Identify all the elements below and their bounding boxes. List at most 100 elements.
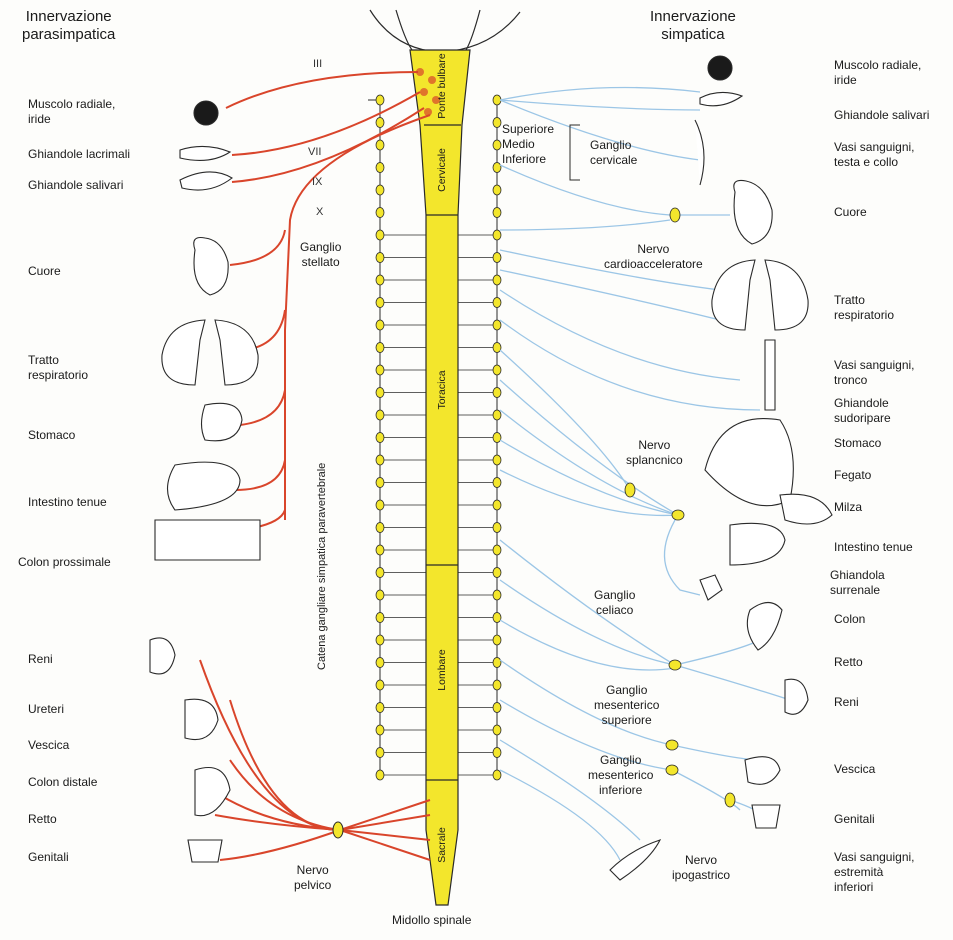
chain-ganglion	[493, 500, 501, 510]
chain-ganglion	[376, 613, 384, 623]
left-label-heart: Cuore	[28, 264, 61, 279]
left-lungs-icon	[162, 320, 258, 385]
cranial-nerve-iii: III	[313, 58, 322, 70]
chain-ganglion	[493, 433, 501, 443]
spleen-icon	[780, 494, 832, 524]
chain-ganglion	[493, 343, 501, 353]
cranial-nerve-x: X	[316, 206, 323, 218]
liver-icon	[705, 419, 793, 506]
right-label-bladder: Vescica	[834, 762, 875, 777]
label-splanchnic: Nervo splancnico	[626, 438, 683, 468]
left-intestine-icon	[168, 462, 241, 510]
segment-pons: Ponte bulbare	[436, 53, 448, 118]
chain-ganglion	[376, 478, 384, 488]
adrenal-icon	[700, 575, 722, 600]
left-label-distal-colon: Colon distale	[28, 775, 97, 790]
chain-ganglion	[493, 275, 501, 285]
chain-ganglion	[493, 140, 501, 150]
chain-ganglion	[376, 568, 384, 578]
right-label-sweat-glands: Ghiandole sudoripare	[834, 396, 891, 426]
right-label-respiratory: Tratto respiratorio	[834, 293, 894, 323]
chain-ganglion	[493, 118, 501, 128]
right-label-genitals: Genitali	[834, 812, 875, 827]
chain-ganglion	[493, 725, 501, 735]
right-genitals-icon	[752, 805, 780, 828]
parasympathetic-nerves	[200, 72, 430, 860]
cranial-nerve-vii: VII	[308, 146, 321, 158]
label-cervical-levels: Superiore Medio Inferiore	[502, 122, 554, 167]
right-label-liver: Fegato	[834, 468, 871, 483]
label-celiac: Ganglio celiaco	[594, 588, 635, 618]
sympathetic-heading: Innervazione simpatica	[650, 8, 736, 44]
chain-ganglion	[376, 343, 384, 353]
chain-ganglion	[376, 770, 384, 780]
left-colon-icon	[155, 520, 260, 560]
segment-lumbar: Lombare	[436, 649, 448, 690]
chain-ganglion	[493, 523, 501, 533]
chain-ganglion	[493, 748, 501, 758]
left-label-iris: Muscolo radiale, iride	[28, 97, 115, 127]
chain-ganglion	[376, 253, 384, 263]
right-colon-icon	[747, 603, 782, 651]
chain-ganglion	[376, 298, 384, 308]
label-hypogastric: Nervo ipogastrico	[672, 853, 730, 883]
right-label-small-intestine: Intestino tenue	[834, 540, 913, 555]
cervical-bracket	[570, 125, 580, 180]
left-label-kidneys: Reni	[28, 652, 53, 667]
chain-ganglion	[376, 455, 384, 465]
chain-ganglion	[376, 658, 384, 668]
right-head-vessel-icon	[695, 120, 704, 185]
chain-ganglion	[493, 320, 501, 330]
left-eye-icon	[194, 101, 218, 125]
chain-ganglion	[493, 545, 501, 555]
right-label-adrenal: Ghiandola surrenale	[830, 568, 885, 598]
chain-ganglion	[493, 680, 501, 690]
chain-ganglion	[376, 703, 384, 713]
chain-ganglion	[376, 185, 384, 195]
right-label-heart: Cuore	[834, 205, 867, 220]
segment-thoracic: Toracica	[436, 370, 448, 409]
label-cardioaccelerator: Nervo cardioacceleratore	[604, 242, 703, 272]
chain-ganglion	[376, 95, 384, 105]
left-label-proximal-colon: Colon prossimale	[18, 555, 111, 570]
left-label-respiratory: Tratto respiratorio	[28, 353, 88, 383]
left-salivary-gland-icon	[180, 172, 232, 190]
right-lungs-icon	[712, 260, 808, 330]
chain-ganglion	[493, 455, 501, 465]
chain-ganglion	[376, 388, 384, 398]
chain-ganglion	[493, 208, 501, 218]
left-kidney-icon	[150, 638, 175, 674]
left-label-salivary: Ghiandole salivari	[28, 178, 123, 193]
label-pelvic: Nervo pelvico	[294, 863, 331, 893]
chain-ganglion	[376, 523, 384, 533]
chain-ganglion	[493, 635, 501, 645]
left-genitals-icon	[188, 840, 222, 862]
chain-ganglion	[376, 635, 384, 645]
parasympathetic-heading: Innervazione parasimpatica	[22, 8, 115, 44]
chain-ganglion	[376, 208, 384, 218]
chain-ganglion	[376, 410, 384, 420]
left-label-ureters: Ureteri	[28, 702, 64, 717]
chain-ganglion	[493, 185, 501, 195]
right-label-salivary: Ghiandole salivari	[834, 108, 929, 123]
segment-sacral: Sacrale	[436, 827, 448, 863]
right-heart-icon	[734, 180, 772, 244]
hypogastric-icon	[610, 840, 660, 880]
right-salivary-gland-icon	[700, 92, 742, 105]
right-kidney-icon	[785, 679, 808, 714]
chain-ganglion	[493, 590, 501, 600]
chain-ganglion	[493, 388, 501, 398]
chain-ganglion	[493, 253, 501, 263]
left-label-lacrimal: Ghiandole lacrimali	[28, 147, 130, 162]
chain-ganglion	[493, 410, 501, 420]
right-label-colon: Colon	[834, 612, 865, 627]
chain-label: Catena gangliare simpatica paravertebral…	[316, 463, 328, 670]
chain-ganglion	[376, 230, 384, 240]
chain-ganglion	[493, 703, 501, 713]
cranial-nerve-ix: IX	[312, 176, 322, 188]
chain-ganglion	[376, 500, 384, 510]
left-distal-colon-icon	[195, 768, 230, 816]
chain-ganglion	[376, 680, 384, 690]
segment-cervical: Cervicale	[436, 148, 448, 192]
